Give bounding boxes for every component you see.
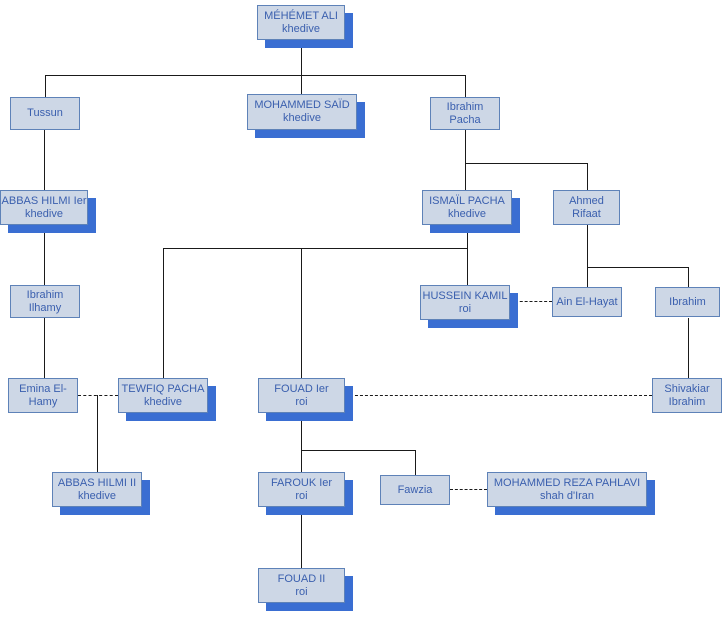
person-name2: Hamy	[28, 395, 58, 408]
edge-farouk-fouad2	[301, 507, 302, 568]
person-name: MOHAMMED REZA PAHLAVI	[493, 476, 641, 489]
edge-to-abbas2	[97, 395, 98, 472]
node-ibrahim-ilhamy: Ibrahim Ilhamy	[10, 285, 80, 318]
node-farouk-1: FAROUK Ier roi	[258, 472, 345, 507]
person-name: FOUAD II	[277, 572, 326, 585]
node-ibrahim: Ibrahim	[655, 287, 720, 317]
person-name2: Pacha	[449, 113, 481, 126]
edge-to-ibrahim-pacha	[465, 75, 466, 97]
person-title: shah d'Iran	[539, 489, 595, 502]
person-name: Fawzia	[397, 483, 433, 496]
node-ahmed-rifaat: Ahmed Rifaat	[553, 190, 620, 225]
person-name: ISMAÏL PACHA	[429, 194, 505, 207]
edge-mehemet-children-bus	[45, 75, 466, 76]
edge-ilhamy-emina	[44, 318, 45, 378]
person-name2: Rifaat	[572, 207, 601, 220]
person-name: ABBAS HILMI II	[57, 476, 137, 489]
node-fawzia: Fawzia	[380, 475, 450, 505]
node-hussein-kamil: HUSSEIN KAMIL roi	[420, 285, 510, 320]
person-title: khedive	[448, 207, 486, 220]
person-title: roi	[295, 585, 308, 598]
node-mohammed-reza-pahlavi: MOHAMMED REZA PAHLAVI shah d'Iran	[487, 472, 647, 507]
node-shivakiar-ibrahim: Shivakiar Ibrahim	[652, 378, 722, 413]
edge-tussun-abbas1	[44, 130, 45, 190]
node-tussun: Tussun	[10, 97, 80, 130]
edge-branch-ahmed-rifaat	[465, 163, 587, 164]
marriage-emina-tewfiq	[78, 395, 118, 396]
edge-ibrahim-shivakiar	[688, 318, 689, 378]
person-title: khedive	[282, 22, 320, 35]
node-ain-el-hayat: Ain El-Hayat	[552, 287, 622, 317]
edge-to-fawzia	[415, 450, 416, 475]
person-name: MÉHÉMET ALI	[264, 9, 338, 22]
node-mohammed-said: MOHAMMED SAÏD khedive	[247, 94, 357, 130]
person-name: Ibrahim	[446, 100, 484, 113]
person-title: roi	[458, 302, 472, 315]
node-tewfiq-pacha: TEWFIQ PACHA khedive	[118, 378, 208, 413]
person-name: Emina El-	[19, 382, 67, 395]
person-name2: Ilhamy	[28, 301, 62, 314]
edge-mehemet-down	[301, 40, 302, 75]
person-name: Ahmed	[569, 194, 604, 207]
node-emina-el-hamy: Emina El- Hamy	[8, 378, 78, 413]
person-name: MOHAMMED SAÏD	[254, 99, 350, 111]
person-name: Ain El-Hayat	[556, 295, 618, 308]
person-name: FOUAD Ier	[274, 382, 329, 395]
person-title: khedive	[25, 207, 63, 220]
edge-to-tewfiq	[163, 248, 164, 378]
person-title: khedive	[78, 489, 116, 502]
edge-abbas1-ilhamy	[44, 225, 45, 285]
node-fouad-1: FOUAD Ier roi	[258, 378, 345, 413]
person-title: khedive	[144, 395, 182, 408]
edge-to-ahmed-rifaat	[587, 163, 588, 190]
edge-ahmedrifaat-down	[587, 225, 588, 287]
edge-ibrahimpacha-ismail	[465, 130, 466, 190]
edge-to-tussun	[45, 75, 46, 97]
marriage-fawzia-pahlavi	[450, 489, 487, 490]
node-ismail-pacha: ISMAÏL PACHA khedive	[422, 190, 512, 225]
person-name: Ibrahim	[26, 288, 64, 301]
person-title: khedive	[283, 112, 321, 124]
person-name: HUSSEIN KAMIL	[422, 289, 508, 302]
edge-ismail-hussein	[467, 225, 468, 285]
person-name2: Ibrahim	[668, 395, 706, 408]
edge-fouad1-farouk	[301, 413, 302, 472]
edge-to-fouad1	[301, 248, 302, 378]
person-title: roi	[295, 395, 308, 408]
person-name: Shivakiar	[664, 382, 710, 395]
node-mehemet-ali: MÉHÉMET ALI khedive	[257, 5, 345, 40]
node-abbas-hilmi-2: ABBAS HILMI II khedive	[52, 472, 142, 507]
person-name: Tussun	[27, 107, 63, 119]
edge-to-mohammed-said	[301, 75, 302, 94]
edge-to-ibrahim	[688, 267, 689, 287]
marriage-hussein-ainelhayat	[510, 301, 552, 302]
person-name: TEWFIQ PACHA	[121, 382, 205, 395]
marriage-fouad1-shivakiar	[345, 395, 652, 396]
person-title: roi	[295, 489, 308, 502]
edge-branch-fawzia	[301, 450, 415, 451]
node-fouad-2: FOUAD II roi	[258, 568, 345, 603]
node-ibrahim-pacha: Ibrahim Pacha	[430, 97, 500, 130]
edge-ismail-children-bus	[163, 248, 467, 249]
person-name: Ibrahim	[669, 295, 706, 308]
edge-ahmedrifaat-children-bus	[587, 267, 688, 268]
node-abbas-hilmi-1: ABBAS HILMI Ier khedive	[0, 190, 88, 225]
person-name: FAROUK Ier	[270, 476, 333, 489]
person-name: ABBAS HILMI Ier	[1, 194, 87, 207]
